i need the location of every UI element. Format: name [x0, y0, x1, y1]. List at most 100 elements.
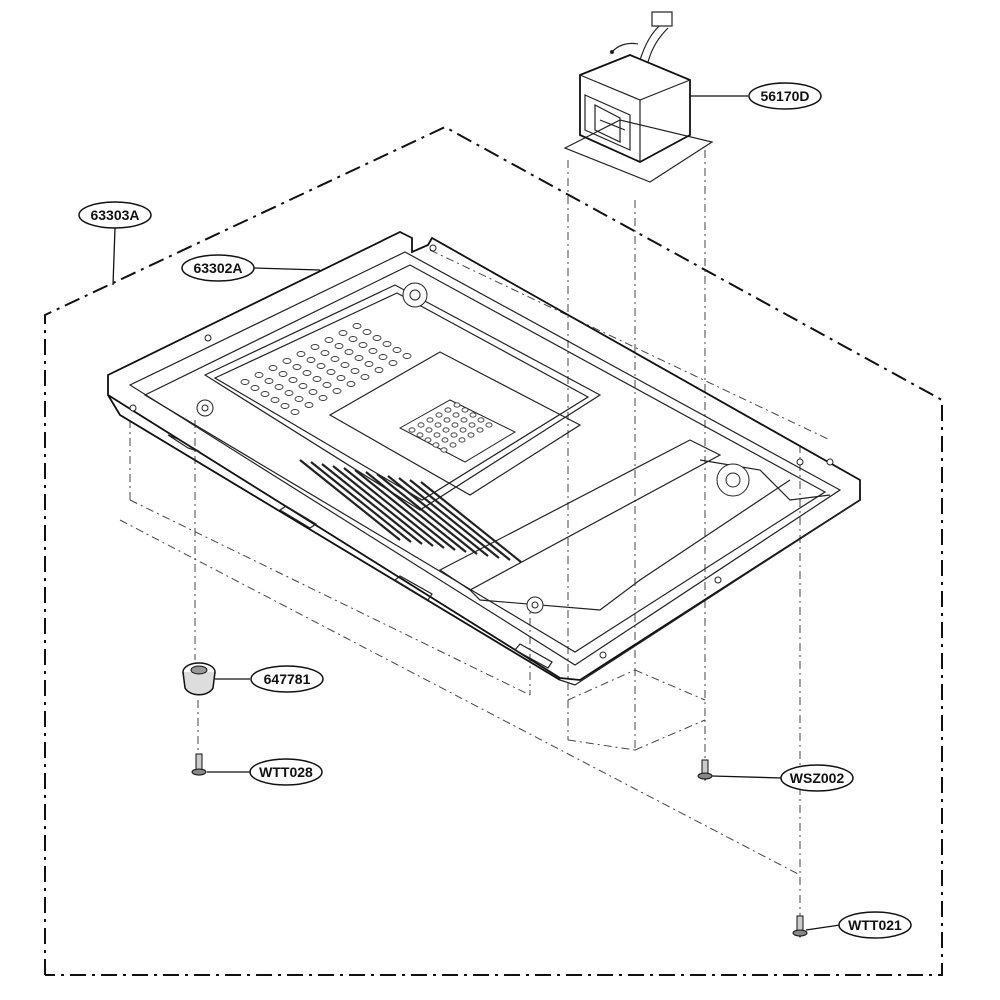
vent-slots — [299, 459, 522, 563]
perforation-hole — [270, 397, 280, 403]
label-base-plate: 63302A — [181, 254, 255, 282]
perforation-hole — [298, 383, 308, 389]
svg-text:647781: 647781 — [264, 671, 311, 687]
perforation-hole — [352, 323, 362, 329]
perforation-hole — [282, 358, 292, 364]
perforation-hole — [364, 361, 374, 367]
label-transformer-screw: WSZ002 — [780, 764, 854, 792]
perforation-hole — [442, 427, 450, 433]
label-foot-screw: WTT028 — [249, 758, 323, 786]
outer-case-boundary — [44, 125, 943, 976]
vent-slot — [387, 475, 489, 557]
perforation-hole — [402, 353, 412, 359]
perforation-hole — [278, 371, 288, 377]
perforation-hole — [378, 354, 388, 360]
perforation-hole — [288, 377, 298, 383]
perforation-hole — [408, 427, 416, 433]
svg-text:63302A: 63302A — [193, 260, 242, 276]
perforation-hole — [316, 363, 326, 369]
perforation-hole — [461, 407, 469, 413]
perforation-hole — [416, 432, 424, 438]
base-plate — [107, 230, 861, 686]
vent-slot — [365, 471, 467, 553]
perforation-hole — [468, 422, 476, 428]
svg-text:56170D: 56170D — [760, 88, 809, 104]
vent-slot — [332, 465, 434, 547]
perforation-hole — [322, 382, 332, 388]
svg-text:63303A: 63303A — [90, 207, 139, 223]
perforation-hole — [330, 356, 340, 362]
perforation-hole — [310, 344, 320, 350]
perforation-hole — [350, 368, 360, 374]
perforation-hole — [372, 335, 382, 341]
perforation-hole — [453, 402, 461, 408]
perforation-hole — [435, 412, 443, 418]
perforation-hole — [308, 389, 318, 395]
perforation-hole — [368, 348, 378, 354]
perforation-hole — [358, 342, 368, 348]
perforation-hole — [304, 402, 314, 408]
perforation-hole — [467, 432, 475, 438]
perforation-hole — [284, 390, 294, 396]
perforation-hole — [254, 372, 264, 378]
perforation-hole — [444, 407, 452, 413]
vent-slot — [343, 467, 445, 549]
vent-slot — [310, 461, 412, 543]
perforation-hole — [392, 347, 402, 353]
perforation-hole — [332, 388, 342, 394]
transformer-screw — [697, 759, 713, 781]
perforation-hole — [340, 362, 350, 368]
perforation-hole — [280, 403, 290, 409]
perforation-hole — [260, 391, 270, 397]
perforation-hole — [382, 341, 392, 347]
perforation-hole — [292, 364, 302, 370]
perforations-center — [408, 402, 493, 453]
perforation-hole — [326, 369, 336, 375]
perforation-hole — [348, 336, 358, 342]
perforation-hole — [450, 432, 458, 438]
perforation-hole — [296, 351, 306, 357]
svg-text:WTT028: WTT028 — [259, 764, 313, 780]
label-plate-screw: WTT021 — [838, 911, 912, 939]
label-foot: 647781 — [250, 665, 324, 693]
perforation-hole — [417, 422, 425, 428]
foot-screw — [191, 753, 207, 776]
perforation-hole — [452, 412, 460, 418]
perforation-hole — [268, 365, 278, 371]
perforation-hole — [306, 357, 316, 363]
perforation-hole — [302, 370, 312, 376]
plate-screw — [792, 915, 808, 938]
perforation-hole — [250, 385, 260, 391]
perforation-hole — [426, 417, 434, 423]
perforation-hole — [469, 412, 477, 418]
perforation-hole — [476, 427, 484, 433]
perforation-hole — [324, 337, 334, 343]
perforation-hole — [344, 349, 354, 355]
perforation-hole — [338, 330, 348, 336]
svg-text:WSZ002: WSZ002 — [790, 770, 845, 786]
foot-part — [182, 662, 216, 696]
perforation-hole — [424, 437, 432, 443]
perforation-hole — [346, 381, 356, 387]
perforation-hole — [432, 442, 440, 448]
perforation-hole — [334, 343, 344, 349]
perforation-hole — [312, 376, 322, 382]
svg-text:WTT021: WTT021 — [848, 917, 902, 933]
perforation-hole — [441, 437, 449, 443]
perforation-hole — [320, 350, 330, 356]
perforation-hole — [451, 422, 459, 428]
perforation-hole — [360, 374, 370, 380]
perforation-hole — [274, 384, 284, 390]
vent-slot — [354, 469, 456, 551]
vent-slot — [398, 477, 500, 559]
perforation-hole — [336, 375, 346, 381]
transformer — [563, 11, 714, 183]
leader-lines — [112, 95, 841, 931]
perforation-hole — [354, 355, 364, 361]
perforation-hole — [485, 422, 493, 428]
perforation-hole — [374, 367, 384, 373]
vent-slot — [420, 481, 522, 563]
perforation-hole — [434, 422, 442, 428]
vent-slot — [409, 479, 511, 561]
perforation-hole — [443, 417, 451, 423]
